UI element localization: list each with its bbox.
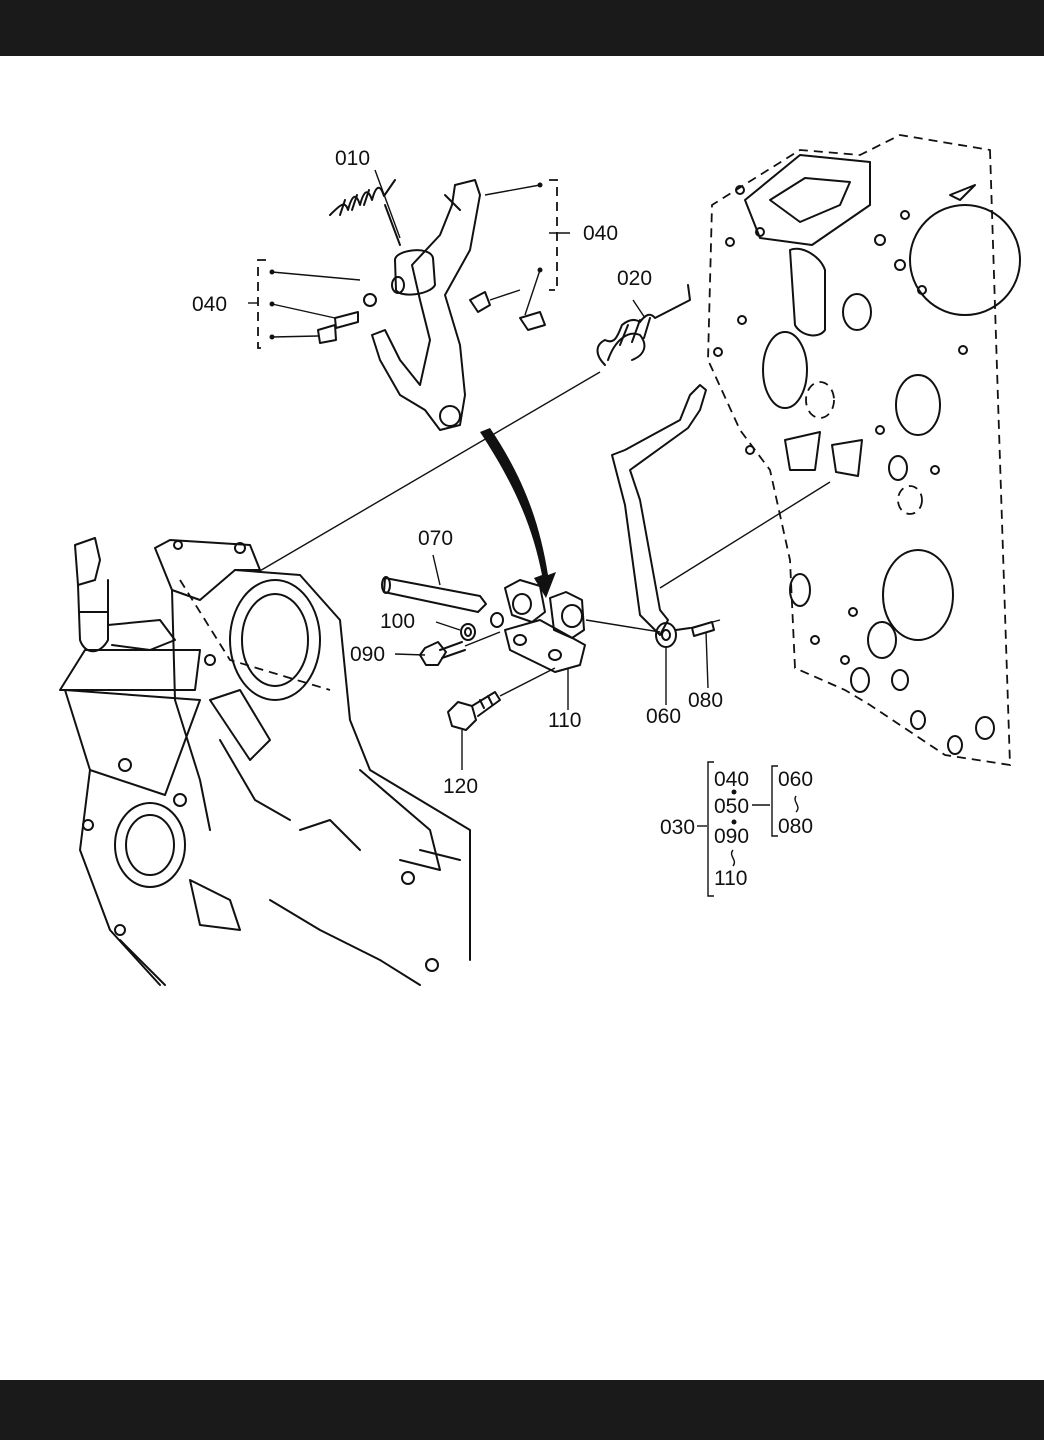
tree-a-2: 090 xyxy=(714,825,749,848)
label-110: 110 xyxy=(548,709,581,732)
footer-bar xyxy=(0,1380,1044,1440)
leader-lines xyxy=(248,169,709,770)
assembly-arrow xyxy=(480,428,556,598)
label-010: 010 xyxy=(335,147,370,170)
spring-020 xyxy=(596,284,691,366)
label-100: 100 xyxy=(380,610,415,633)
bolt-120 xyxy=(447,667,556,731)
header-bar xyxy=(0,0,1044,56)
spring-010 xyxy=(329,179,396,216)
tree-a-1: 050 xyxy=(714,795,749,818)
label-080: 080 xyxy=(688,689,723,712)
fork-small-parts xyxy=(269,182,546,344)
governor-fork-lever xyxy=(371,179,481,431)
tree-a-0: 040 xyxy=(714,768,749,791)
label-070: 070 xyxy=(418,527,453,550)
label-060: 060 xyxy=(646,705,681,728)
tree-b-0: 060 xyxy=(778,768,813,791)
front-housing xyxy=(59,537,471,986)
lever-060 xyxy=(611,384,721,648)
label-040-left: 040 xyxy=(192,293,227,316)
label-040-right: 040 xyxy=(583,222,618,245)
assembly-tree: 030 040 050 090 110 060 080 xyxy=(660,761,813,897)
label-090: 090 xyxy=(350,643,385,666)
group-brackets xyxy=(257,179,558,349)
gear-case-housing xyxy=(707,134,1021,767)
tree-a-3: 110 xyxy=(714,867,747,890)
tree-parent: 030 xyxy=(660,816,695,839)
tree-b-1: 080 xyxy=(778,815,813,838)
washer-and-bolt xyxy=(419,612,504,666)
label-020: 020 xyxy=(617,267,652,290)
label-120: 120 xyxy=(443,775,478,798)
bracket-110 xyxy=(504,579,661,673)
shaft-axis xyxy=(257,371,831,589)
callout-labels: 010 020 040 040 070 100 090 110 060 080 … xyxy=(192,147,723,798)
shaft-070 xyxy=(381,576,487,613)
